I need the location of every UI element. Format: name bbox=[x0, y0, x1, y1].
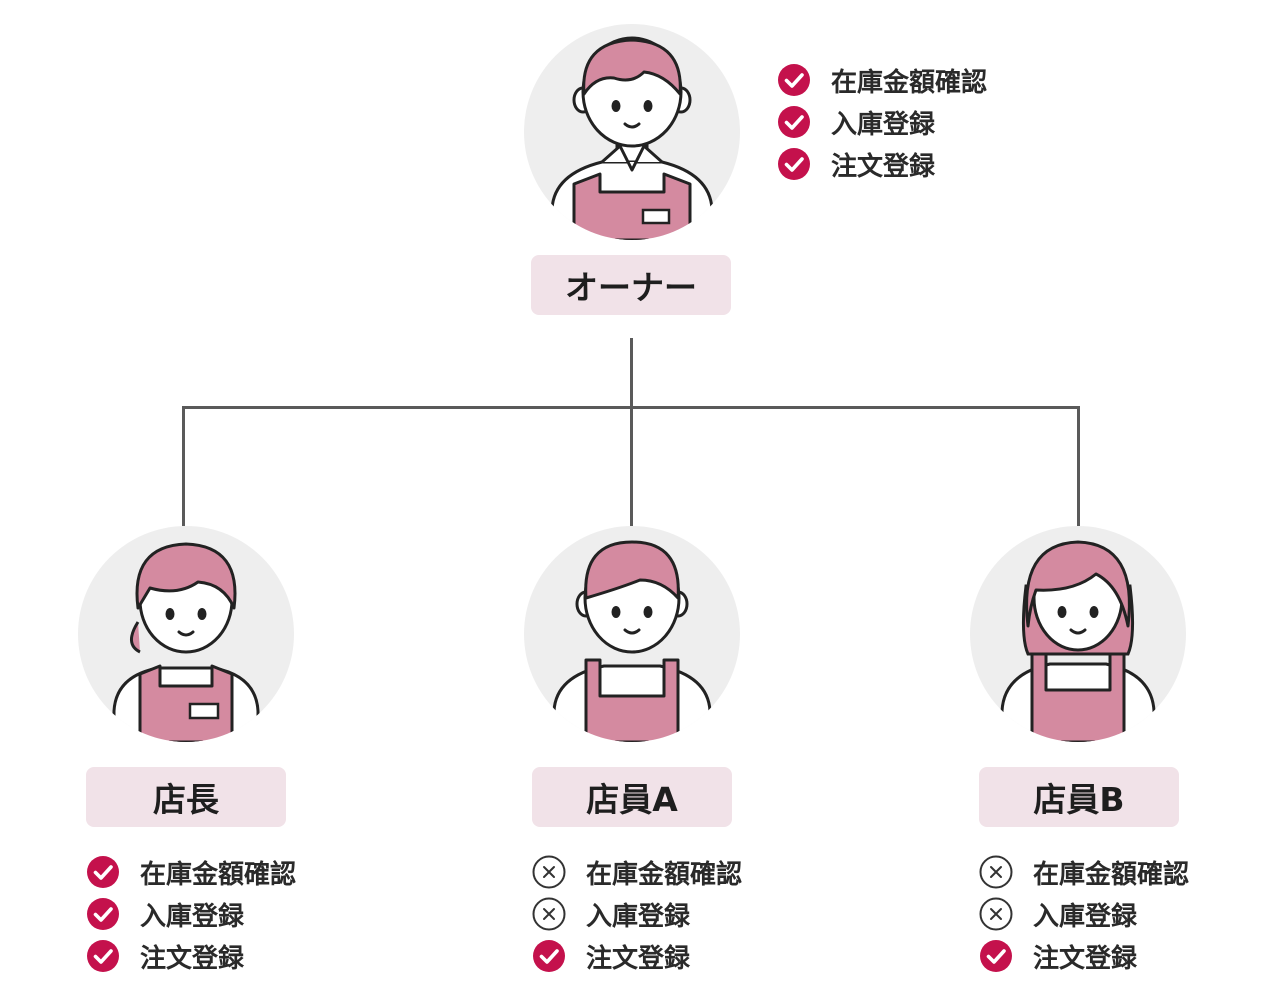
x-circle-icon bbox=[532, 855, 566, 889]
connector-to-manager bbox=[182, 406, 185, 526]
permission-item: 入庫登録 bbox=[86, 893, 296, 935]
manager-role-label: 店長 bbox=[86, 767, 286, 827]
check-circle-icon bbox=[86, 855, 120, 889]
permission-item: 在庫金額確認 bbox=[86, 851, 296, 893]
permission-item: 入庫登録 bbox=[532, 893, 742, 935]
permission-item: 在庫金額確認 bbox=[777, 59, 987, 101]
check-circle-icon bbox=[777, 147, 811, 181]
permission-item: 在庫金額確認 bbox=[979, 851, 1189, 893]
owner-permission-list: 在庫金額確認入庫登録注文登録 bbox=[777, 59, 987, 185]
check-circle-icon bbox=[979, 939, 1013, 973]
owner-role-label: オーナー bbox=[531, 255, 731, 315]
staff-a-avatar bbox=[524, 526, 740, 742]
permission-item: 注文登録 bbox=[532, 935, 742, 977]
permission-item: 入庫登録 bbox=[777, 101, 987, 143]
staff-b-avatar bbox=[970, 526, 1186, 742]
permission-item: 入庫登録 bbox=[979, 893, 1189, 935]
permission-label: 在庫金額確認 bbox=[140, 859, 297, 890]
check-circle-icon bbox=[86, 897, 120, 931]
permission-label: 入庫登録 bbox=[140, 901, 245, 932]
staff-b-permission-list: 在庫金額確認入庫登録注文登録 bbox=[979, 851, 1189, 977]
manager-permission-list: 在庫金額確認入庫登録注文登録 bbox=[86, 851, 296, 977]
connector-to-staff-b bbox=[1077, 406, 1080, 526]
permission-label: 注文登録 bbox=[1033, 943, 1138, 974]
owner-avatar bbox=[524, 24, 740, 240]
check-circle-icon bbox=[532, 939, 566, 973]
staff-a-role-label: 店員A bbox=[532, 767, 732, 827]
permission-item: 注文登録 bbox=[777, 143, 987, 185]
permission-label: 入庫登録 bbox=[1033, 901, 1138, 932]
connector-owner-trunk bbox=[630, 338, 633, 526]
permission-label: 在庫金額確認 bbox=[586, 859, 743, 890]
permission-label: 在庫金額確認 bbox=[1033, 859, 1190, 890]
x-circle-icon bbox=[979, 897, 1013, 931]
permission-item: 注文登録 bbox=[979, 935, 1189, 977]
check-circle-icon bbox=[777, 105, 811, 139]
permission-label: 注文登録 bbox=[831, 151, 936, 182]
permission-label: 入庫登録 bbox=[831, 109, 936, 140]
check-circle-icon bbox=[777, 63, 811, 97]
permission-item: 在庫金額確認 bbox=[532, 851, 742, 893]
x-circle-icon bbox=[532, 897, 566, 931]
permission-label: 注文登録 bbox=[586, 943, 691, 974]
staff-b-role-label: 店員B bbox=[979, 767, 1179, 827]
staff-a-permission-list: 在庫金額確認入庫登録注文登録 bbox=[532, 851, 742, 977]
permission-label: 在庫金額確認 bbox=[831, 67, 988, 98]
permission-label: 注文登録 bbox=[140, 943, 245, 974]
x-circle-icon bbox=[979, 855, 1013, 889]
permission-label: 入庫登録 bbox=[586, 901, 691, 932]
connector-horizontal-bar bbox=[182, 406, 1080, 409]
manager-avatar bbox=[78, 526, 294, 742]
permission-item: 注文登録 bbox=[86, 935, 296, 977]
check-circle-icon bbox=[86, 939, 120, 973]
